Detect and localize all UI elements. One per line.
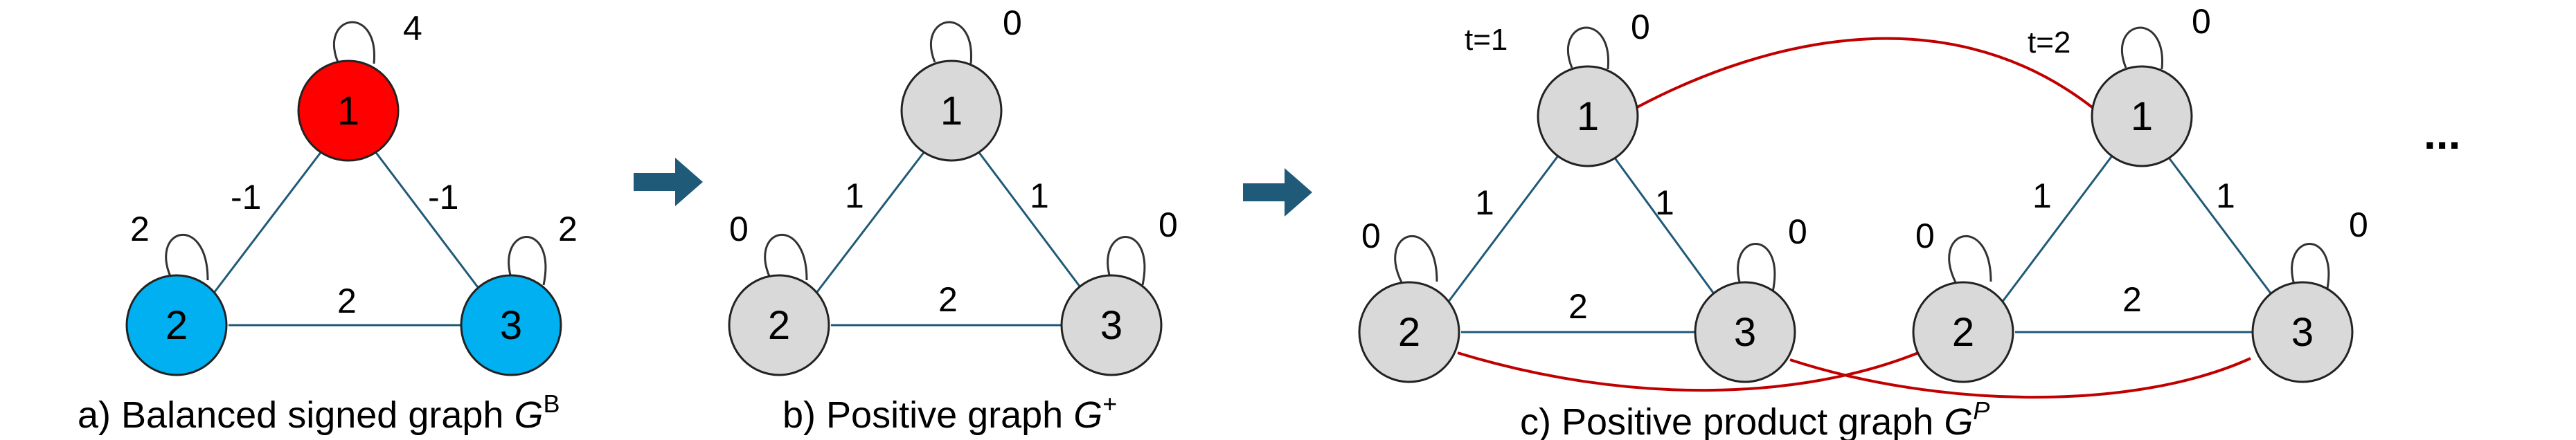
edge-weight-1-3: -1 — [428, 178, 458, 217]
loop-weight-1: 0 — [1631, 8, 1650, 46]
edge-weight-1-2: -1 — [231, 178, 261, 217]
loop-weight-2: 0 — [729, 210, 749, 248]
node-2-label: 2 — [1952, 310, 1974, 355]
node-3 — [2251, 281, 2354, 383]
edge-1-3 — [970, 142, 1092, 302]
graph-copy-t2: 1 2 3 0 0 0 1 1 2 — [1912, 2, 2368, 383]
loop-weight-3: 2 — [558, 210, 578, 248]
self-loop-1 — [2121, 26, 2163, 70]
edge-1-3 — [367, 142, 490, 302]
loop-weight-1: 0 — [2192, 2, 2211, 41]
edge-weight-1-3: 1 — [2216, 176, 2235, 215]
edge-weight-1-3: 1 — [1655, 183, 1674, 222]
node-3-label: 3 — [2291, 310, 2314, 355]
node-3-label: 3 — [500, 303, 522, 348]
arrow-right-icon — [1243, 168, 1312, 217]
edge-1-3 — [1605, 146, 1726, 309]
edge-1-2 — [206, 142, 330, 302]
self-loop-3 — [1107, 236, 1146, 286]
edge-weight-2-3: 2 — [938, 280, 958, 319]
node-1-label: 1 — [940, 89, 963, 134]
edge-1-3 — [2159, 146, 2283, 309]
self-loop-2 — [764, 233, 808, 283]
node-1 — [2091, 65, 2193, 167]
node-2 — [125, 274, 228, 376]
caption-b: b) Positive graph G+ — [782, 389, 1117, 436]
edge-1-2 — [1442, 146, 1566, 309]
self-loop-1 — [930, 21, 972, 64]
panel-b: 1 2 3 0 0 0 1 1 2 b) Positive graph G+ — [728, 3, 1178, 436]
edge-weight-2-3: 2 — [1568, 287, 1588, 326]
node-1 — [900, 59, 1003, 162]
node-3 — [1060, 274, 1163, 376]
graph-copy-t1: 1 2 3 0 0 0 1 1 2 — [1358, 8, 1807, 383]
edge-weight-1-2: 1 — [845, 176, 864, 215]
panel-c: 1 2 3 0 0 0 1 1 2 1 2 3 0 0 0 1 — [1358, 2, 2460, 440]
self-loop-1 — [1567, 26, 1609, 70]
self-loop-2 — [1948, 235, 1992, 284]
loop-weight-3: 0 — [2349, 205, 2368, 244]
self-loop-3 — [1737, 243, 1776, 293]
node-3 — [460, 274, 562, 376]
loop-weight-1: 0 — [1003, 3, 1022, 42]
self-loop-1 — [333, 21, 375, 64]
edge-weight-1-3: 1 — [1030, 176, 1049, 215]
ellipsis: ... — [2424, 109, 2460, 158]
panel-a: 1 2 3 4 2 2 -1 -1 2 a) Balanced signed g… — [78, 9, 578, 436]
edge-weight-2-3: 2 — [2122, 280, 2142, 319]
cross-edge-2-2 — [1457, 350, 1922, 392]
time-label-t2: t=2 — [2028, 26, 2070, 59]
loop-weight-3: 0 — [1159, 205, 1178, 244]
node-1-label: 1 — [2131, 94, 2153, 139]
self-loop-3 — [508, 236, 547, 286]
loop-weight-2: 0 — [1361, 217, 1381, 255]
loop-weight-2: 2 — [130, 210, 150, 248]
node-3-label: 3 — [1100, 303, 1122, 348]
node-2-label: 2 — [166, 303, 188, 348]
node-2 — [1358, 281, 1460, 383]
edge-1-2 — [809, 142, 933, 302]
loop-weight-1: 4 — [403, 9, 422, 48]
node-2 — [728, 274, 830, 376]
node-1 — [1537, 65, 1639, 167]
node-1-label: 1 — [1577, 94, 1599, 139]
node-1 — [297, 59, 400, 162]
self-loop-2 — [165, 233, 209, 283]
loop-weight-3: 0 — [1788, 212, 1807, 251]
caption-c: c) Positive product graph GP — [1520, 396, 1989, 440]
caption-a: a) Balanced signed graph GB — [78, 389, 560, 436]
loop-weight-2: 0 — [1915, 217, 1935, 255]
edge-weight-1-2: 1 — [1475, 183, 1494, 222]
arrow-right-icon — [634, 158, 703, 206]
edge-weight-1-2: 1 — [2032, 176, 2052, 215]
cross-edge-3-3 — [1789, 357, 2251, 399]
node-2-label: 2 — [768, 303, 790, 348]
node-2-label: 2 — [1398, 310, 1420, 355]
node-1-label: 1 — [337, 89, 359, 134]
edge-1-2 — [1996, 146, 2120, 309]
time-label-t1: t=1 — [1465, 23, 1508, 57]
edge-weight-2-3: 2 — [337, 282, 357, 320]
cross-edge-1-1 — [1630, 37, 2096, 112]
node-3-label: 3 — [1734, 310, 1756, 355]
self-loop-2 — [1394, 235, 1438, 284]
node-2 — [1912, 281, 2014, 383]
self-loop-3 — [2291, 243, 2330, 293]
node-3 — [1694, 281, 1796, 383]
